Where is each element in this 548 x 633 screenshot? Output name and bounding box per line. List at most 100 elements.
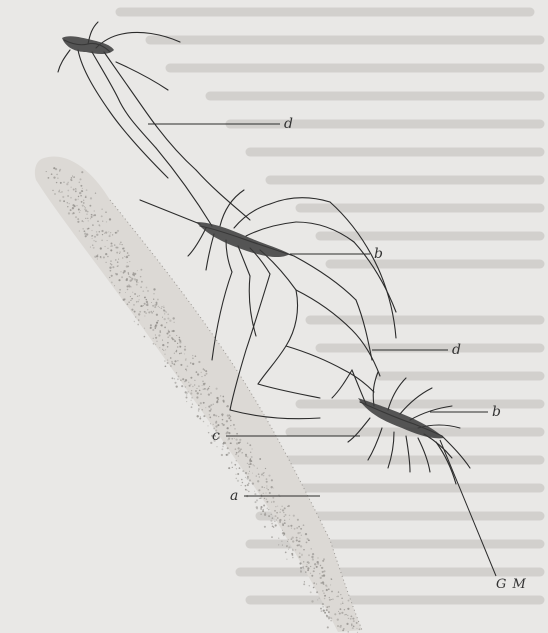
stipple-dot [118, 279, 120, 281]
stipple-dot [85, 235, 87, 237]
stipple-dot [235, 448, 237, 450]
stipple-dot [236, 433, 238, 435]
stipple-dot [234, 464, 236, 466]
stipple-dot [340, 608, 342, 610]
stipple-dot [308, 561, 309, 562]
stipple-dot [92, 224, 94, 226]
stipple-dot [194, 380, 195, 381]
stipple-dot [160, 324, 162, 326]
stipple-dot [294, 528, 296, 530]
stipple-dot [221, 454, 223, 456]
stipple-dot [273, 501, 275, 503]
stipple-dot [198, 408, 200, 410]
stipple-dot [177, 360, 178, 361]
stipple-dot [85, 218, 86, 219]
stipple-dot [222, 415, 223, 416]
stipple-dot [268, 489, 269, 490]
stipple-dot [178, 376, 180, 378]
stipple-dot [167, 346, 169, 348]
stipple-dot [289, 515, 291, 517]
stipple-dot [227, 414, 229, 416]
stipple-dot [340, 603, 341, 604]
stipple-dot [359, 628, 361, 630]
stipple-dot [109, 218, 111, 220]
stipple-dot [265, 492, 266, 493]
stipple-dot [330, 617, 332, 619]
stipple-dot [209, 417, 211, 419]
stipple-dot [264, 526, 266, 528]
stipple-dot [79, 192, 81, 194]
stipple-dot [91, 216, 93, 218]
stipple-dot [311, 556, 313, 558]
stipple-dot [114, 244, 115, 245]
stipple-dot [84, 209, 85, 210]
stipple-dot [94, 236, 96, 238]
stipple-dot [230, 416, 232, 418]
stipple-dot [280, 509, 281, 510]
stipple-dot [297, 519, 299, 521]
stipple-dot [319, 598, 320, 599]
stipple-dot [237, 473, 239, 475]
stipple-dot [260, 514, 261, 515]
stipple-dot [140, 269, 142, 271]
stipple-dot [80, 185, 82, 187]
stipple-dot [284, 520, 285, 521]
stipple-dot [83, 221, 84, 222]
stipple-dot [78, 196, 79, 197]
stipple-dot [126, 278, 128, 280]
stipple-dot [309, 585, 310, 586]
stipple-dot [271, 514, 272, 515]
stipple-dot [87, 228, 89, 230]
tissue-band [35, 156, 362, 632]
stipple-dot [177, 346, 179, 348]
stipple-dot [264, 498, 265, 499]
stipple-dot [109, 235, 111, 237]
stipple-dot [356, 622, 358, 624]
stipple-dot [153, 299, 154, 300]
stipple-dot [105, 231, 107, 233]
stipple-dot [75, 191, 77, 193]
stipple-dot [177, 343, 178, 344]
stipple-dot [324, 595, 325, 596]
stipple-dot [336, 596, 337, 597]
stipple-dot [323, 570, 325, 572]
stipple-dot [174, 382, 176, 384]
stipple-dot [305, 571, 306, 572]
stipple-dot [122, 257, 123, 258]
stipple-dot [156, 341, 157, 342]
stipple-dot [316, 566, 318, 568]
stipple-dot [90, 218, 91, 219]
stipple-dot [174, 353, 175, 354]
stipple-dot [151, 302, 152, 303]
stipple-dot [156, 322, 158, 324]
stipple-dot [85, 210, 87, 212]
stipple-dot [327, 586, 328, 587]
stipple-dot [293, 515, 295, 517]
stipple-dot [278, 538, 279, 539]
stipple-dot [331, 599, 332, 600]
stipple-dot [153, 338, 154, 339]
stipple-dot [275, 506, 276, 507]
stipple-dot [155, 334, 156, 335]
stipple-dot [264, 512, 266, 514]
stipple-dot [282, 509, 284, 511]
stipple-dot [161, 308, 162, 309]
stipple-dot [291, 528, 292, 529]
stipple-dot [306, 542, 308, 544]
stipple-dot [148, 311, 150, 313]
stipple-dot [184, 346, 185, 347]
stipple-dot [300, 545, 302, 547]
stipple-dot [332, 598, 334, 600]
stipple-dot [268, 475, 270, 477]
stipple-dot [263, 493, 264, 494]
stipple-dot [216, 446, 217, 447]
stipple-dot [52, 190, 53, 191]
stipple-dot [71, 187, 72, 188]
stipple-dot [59, 190, 60, 191]
stipple-dot [282, 530, 283, 531]
stipple-dot [233, 424, 235, 426]
stipple-dot [110, 260, 112, 262]
stipple-dot [158, 334, 160, 336]
stipple-dot [263, 504, 265, 506]
stipple-dot [271, 502, 272, 503]
